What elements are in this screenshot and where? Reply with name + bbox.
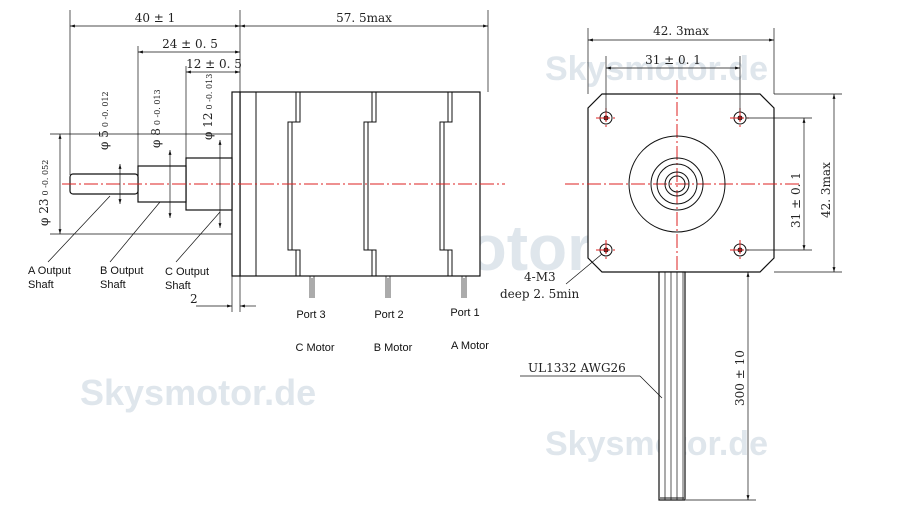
label-b-output-shaft-1: B Output (100, 265, 143, 277)
label-port-3: Port 3 (296, 309, 325, 321)
port-pins (309, 276, 467, 298)
leader-holes (565, 253, 603, 285)
cable-length-label: 300 ± 10 (733, 350, 747, 406)
label-port-1: Port 1 (450, 307, 479, 319)
dim-31-h-label: 31 ± 0. 1 (645, 53, 701, 67)
holes-note-label: 4-M3 (524, 270, 556, 284)
dim-42-3-width-label: 42. 3max (653, 24, 709, 38)
side-view: 40 ± 1 57. 5max 24 ± 0. 5 12 ± 0. 5 φ 23… (28, 10, 505, 354)
dim-40-label: 40 ± 1 (135, 11, 176, 25)
label-c-output-shaft-1: C Output (165, 266, 209, 278)
holes-depth-label: deep 2. 5min (500, 287, 579, 301)
label-c-output-shaft-2: Shaft (165, 280, 191, 292)
label-b-motor: B Motor (374, 342, 413, 354)
watermark-skysmotor-de-3: Skysmotor.de (545, 425, 768, 463)
motor-separator-2 (363, 92, 377, 276)
leader-c (175, 211, 221, 263)
shaft-circle (664, 171, 690, 197)
dim-24-label: 24 ± 0. 5 (162, 37, 218, 51)
motor-separator-3 (439, 92, 453, 276)
mounting-holes (596, 108, 750, 260)
front-view: 42. 3max 31 ± 0. 1 31 ± 0. 1 42. 3max 4-… (500, 24, 842, 501)
boss-circle (650, 157, 704, 211)
label-a-motor: A Motor (451, 340, 489, 352)
leader-a (47, 195, 111, 263)
motor-separator-1 (287, 92, 301, 276)
label-a-output-shaft-2: Shaft (28, 279, 54, 291)
label-a-output-shaft-1: A Output (28, 265, 71, 277)
front-flange-square (587, 93, 775, 273)
dim-2-label: 2 (190, 292, 198, 306)
bearing-circle (656, 163, 698, 205)
cable-type-label: UL1332 AWG26 (528, 361, 626, 375)
dim-57-5-label: 57. 5max (336, 11, 392, 25)
dim-dia-5-label: φ 50 -0. 012 (97, 91, 111, 150)
dim-dia-23-label: φ 230 -0. 052 (37, 160, 51, 226)
watermark-skysmotor-de-1: Skysmotor.de (80, 372, 316, 413)
boss-outer-circle (628, 135, 726, 233)
leader-b (109, 201, 161, 263)
cable-bundle (658, 271, 686, 501)
dim-31-v-label: 31 ± 0. 1 (789, 172, 803, 228)
dim-dia-8-label: φ 80 -0. 013 (149, 89, 163, 148)
dim-dia-12-label: φ 120 -0. 013 (201, 74, 215, 140)
shaft-inner-circle (668, 175, 686, 193)
dim-12-label: 12 ± 0. 5 (186, 57, 242, 71)
label-port-2: Port 2 (374, 309, 403, 321)
dim-42-3-height-label: 42. 3max (819, 162, 833, 218)
label-c-motor: C Motor (295, 342, 334, 354)
leader-cable (639, 375, 663, 399)
label-b-output-shaft-2: Shaft (100, 279, 126, 291)
